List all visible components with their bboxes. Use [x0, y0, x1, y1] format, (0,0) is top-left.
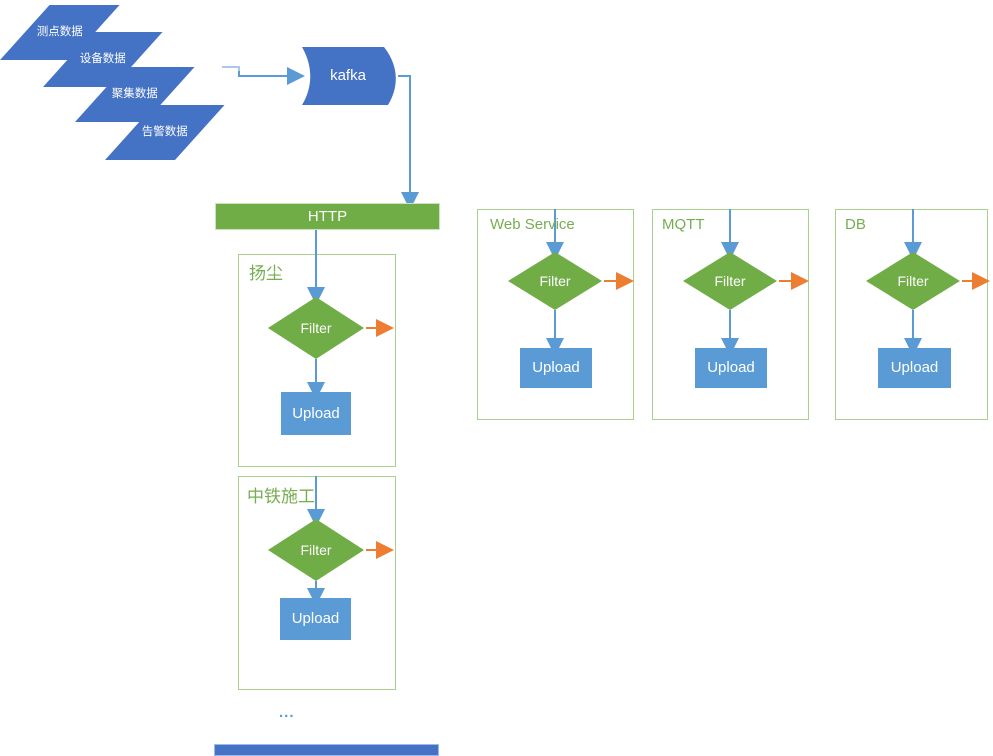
- filter-diamond-1: [268, 297, 364, 359]
- filter-diamond-2: [268, 519, 364, 581]
- channel-title-yangchen: 扬尘: [249, 264, 283, 283]
- upload-node-1: Upload: [281, 392, 351, 435]
- filter-label-3: Filter: [539, 273, 571, 289]
- filter-diamond-4: [683, 252, 777, 310]
- filter-label-1: Filter: [300, 320, 332, 336]
- upload-node-2: Upload: [280, 598, 351, 640]
- source-label: 告警数据: [141, 126, 188, 138]
- http-bar: HTTP: [215, 203, 440, 230]
- kafka-node-label: kafka: [330, 67, 366, 84]
- filter-label-4: Filter: [714, 273, 746, 289]
- channel-title-zhongtie: 中铁施工: [247, 487, 315, 506]
- bottom-bar: [214, 744, 439, 756]
- channel-title-mqtt: MQTT: [662, 216, 705, 233]
- more-channels-ellipsis: ...: [279, 704, 295, 721]
- connector-kafka-to-http: [398, 75, 419, 210]
- filter-diamond-3: [508, 252, 602, 310]
- upload-node-5: Upload: [878, 348, 951, 388]
- channel-title-webservice: Web Service: [490, 216, 575, 233]
- connector-sources-elbow: [222, 66, 240, 71]
- upload-node-3: Upload: [520, 348, 592, 388]
- upload-node-4: Upload: [695, 348, 767, 388]
- filter-diamond-5: [866, 252, 960, 310]
- kafka-node-shape: [302, 47, 396, 105]
- filter-label-2: Filter: [300, 542, 332, 558]
- channel-box-db: [835, 209, 988, 420]
- channel-title-db: DB: [845, 216, 866, 233]
- connector-sources-to-kafka: [238, 67, 305, 85]
- filter-label-5: Filter: [897, 273, 929, 289]
